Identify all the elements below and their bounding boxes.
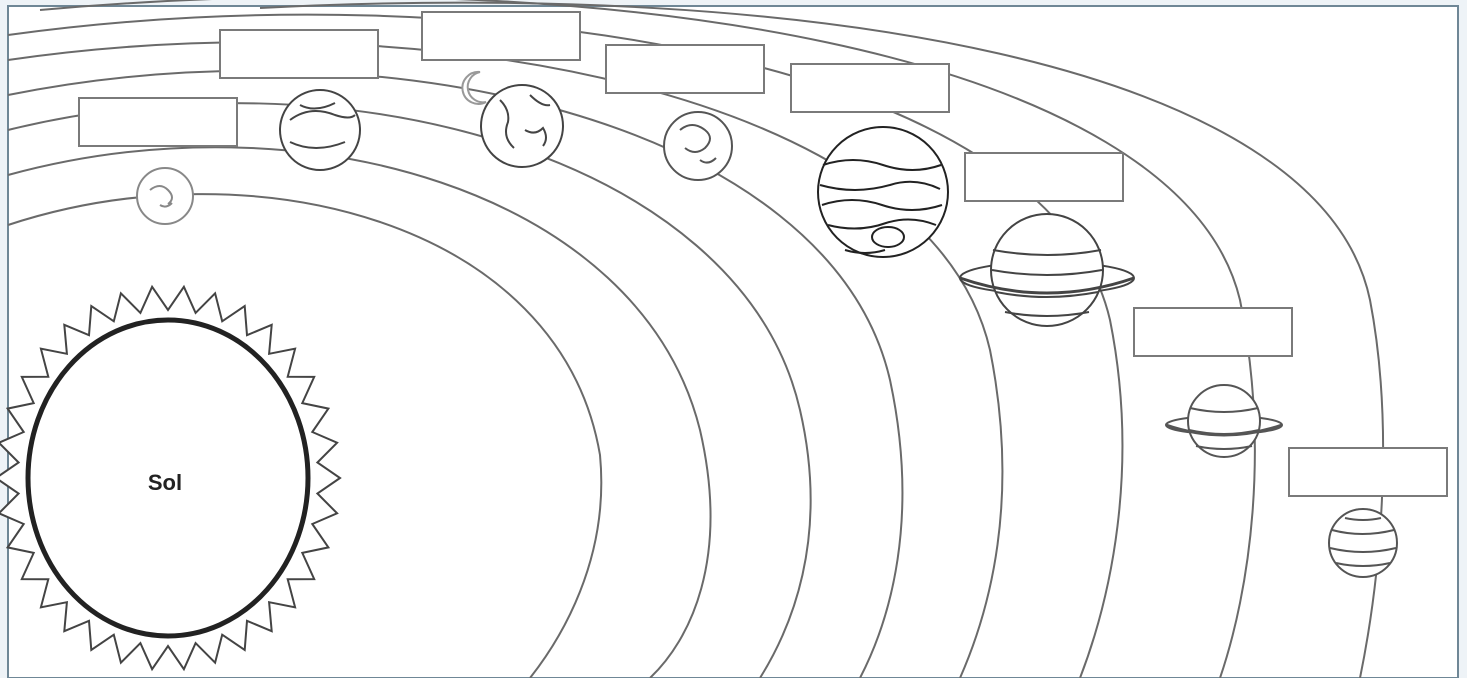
label-box-venus[interactable]	[219, 29, 379, 79]
jupiter-icon	[818, 127, 948, 257]
label-box-mercury[interactable]	[78, 97, 238, 147]
label-box-neptune[interactable]	[1288, 447, 1448, 497]
label-box-uranus[interactable]	[1133, 307, 1293, 357]
venus-icon	[280, 90, 360, 170]
mercury-icon	[137, 168, 193, 224]
label-box-earth[interactable]	[421, 11, 581, 61]
label-box-saturn[interactable]	[964, 152, 1124, 202]
label-box-mars[interactable]	[605, 44, 765, 94]
mars-icon	[664, 112, 732, 180]
earth-icon	[481, 85, 563, 167]
neptune-icon	[1329, 509, 1397, 577]
label-box-jupiter[interactable]	[790, 63, 950, 113]
sun-label: Sol	[120, 470, 210, 496]
